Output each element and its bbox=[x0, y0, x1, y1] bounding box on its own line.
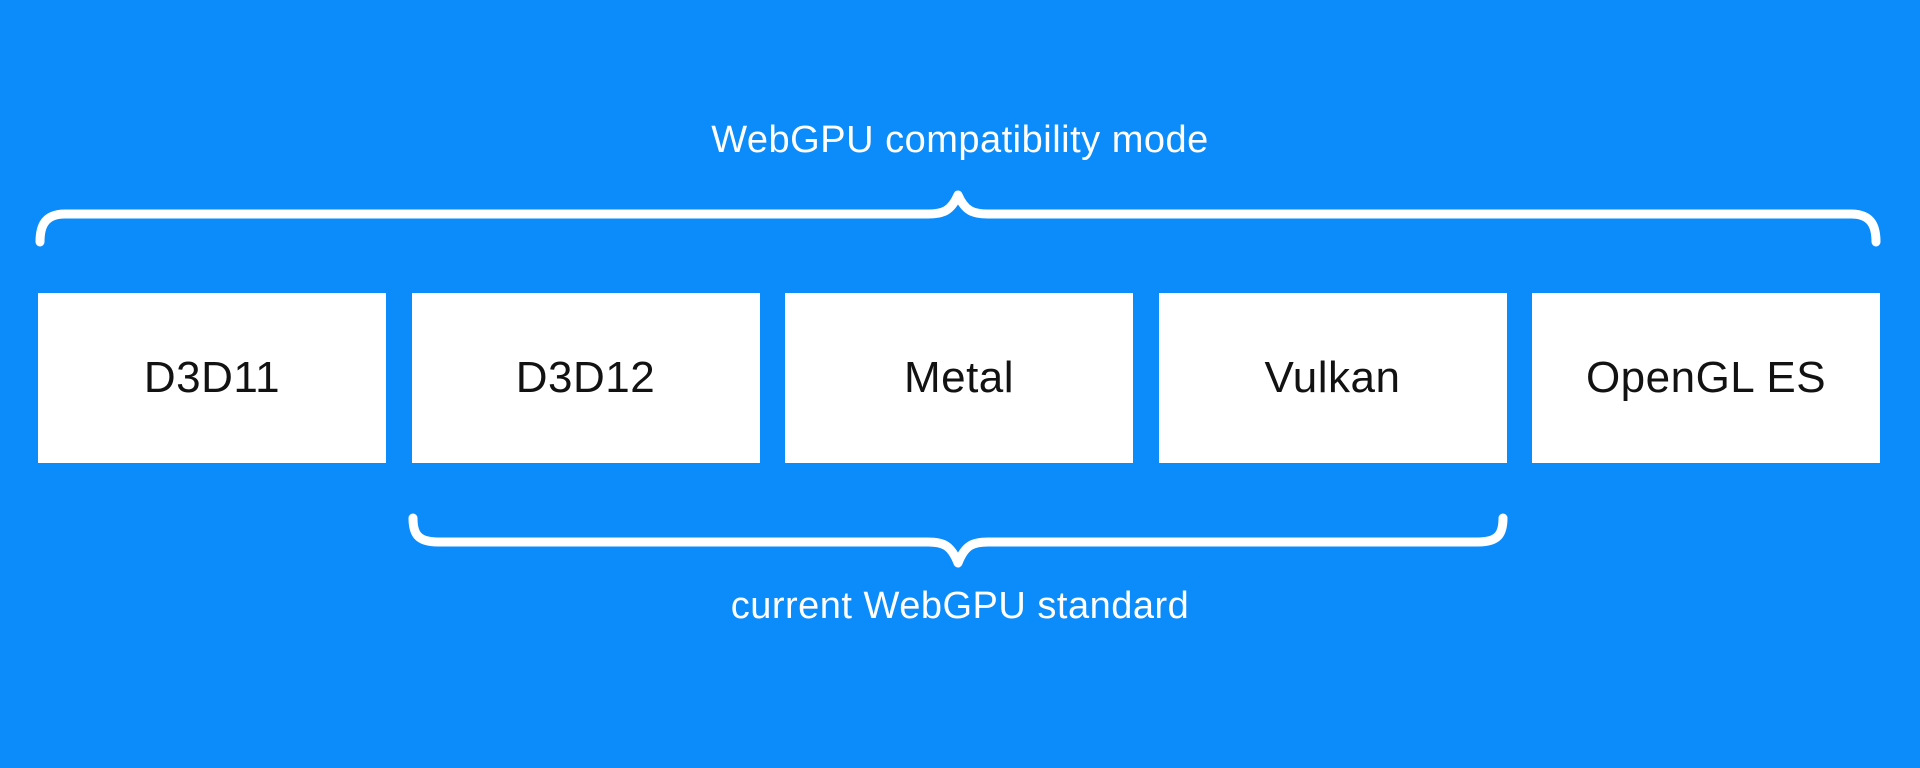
compatibility-mode-label: WebGPU compatibility mode bbox=[711, 119, 1209, 161]
compatibility-mode-brace bbox=[35, 190, 1881, 247]
api-box-label: OpenGL ES bbox=[1585, 353, 1827, 402]
api-box: D3D12 bbox=[411, 293, 760, 463]
graphics-api-row: D3D11 D3D12 Metal Vulkan OpenGL ES bbox=[38, 293, 1880, 463]
current-standard-label: current WebGPU standard bbox=[730, 585, 1190, 627]
api-box: Metal bbox=[785, 293, 1133, 463]
api-box-label: Metal bbox=[903, 353, 1015, 402]
api-box-label: Vulkan bbox=[1264, 353, 1401, 402]
api-box: D3D11 bbox=[38, 293, 386, 463]
api-box-label: D3D11 bbox=[143, 353, 281, 402]
api-box-label: D3D12 bbox=[515, 353, 656, 402]
current-standard-brace bbox=[408, 513, 1508, 568]
api-box: OpenGL ES bbox=[1532, 293, 1880, 463]
api-box: Vulkan bbox=[1158, 293, 1507, 463]
